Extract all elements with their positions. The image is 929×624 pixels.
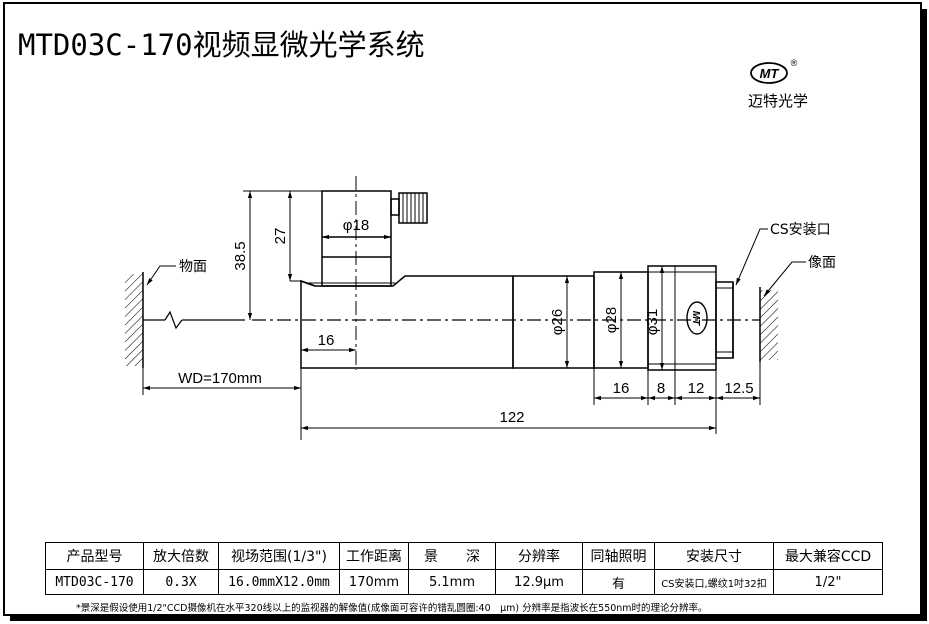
dim-d31: φ31 bbox=[644, 309, 661, 335]
spec-table: 产品型号 放大倍数 视场范围(1/3") 工作距离 景 深 分辨率 同轴照明 安… bbox=[45, 542, 883, 595]
optical-axis bbox=[143, 310, 760, 330]
dim-l12-5: 12.5 bbox=[724, 380, 753, 397]
cell-coaxial-light: 有 bbox=[582, 569, 655, 595]
image-plane bbox=[759, 287, 778, 362]
dim-l16-right: 16 bbox=[613, 380, 630, 397]
cell-field-of-view: 16.0mmX12.0mm bbox=[218, 569, 340, 595]
callout-labels: 物面 CS安装口 像面 bbox=[179, 222, 836, 275]
dim-wd: WD=170mm bbox=[178, 370, 262, 387]
header-resolution: 分辨率 bbox=[495, 542, 583, 570]
dimension-labels: φ18 27 38.5 16 WD=170mm 122 φ26 φ28 φ31 … bbox=[178, 217, 753, 426]
lens-mark-text: MT bbox=[690, 311, 701, 326]
cell-resolution: 12.9μm bbox=[495, 569, 583, 595]
dimension-lines bbox=[142, 176, 806, 440]
footnote: *景深是假设使用1/2"CCD摄像机在水平320线以上的监视器的解像值(成像面可… bbox=[76, 603, 708, 614]
logo-company-name: 迈特光学 bbox=[747, 92, 808, 110]
front-barrel bbox=[300, 275, 514, 369]
logo-mark: MT bbox=[760, 66, 780, 81]
dim-l16-left: 16 bbox=[318, 332, 335, 349]
header-model: 产品型号 bbox=[45, 542, 144, 570]
logo-registered: ® bbox=[791, 58, 798, 68]
dim-d28: φ28 bbox=[603, 307, 620, 333]
spec-data-row: MTD03C-170 0.3X 16.0mmX12.0mm 170mm 5.1m… bbox=[45, 569, 883, 595]
header-mount: 安装尺寸 bbox=[654, 542, 774, 570]
header-coaxial-light: 同轴照明 bbox=[582, 542, 655, 570]
label-cs-mount: CS安装口 bbox=[770, 222, 831, 238]
header-depth-of-field: 景 深 bbox=[408, 542, 496, 570]
header-field-of-view: 视场范围(1/3") bbox=[218, 542, 340, 570]
dim-d26: φ26 bbox=[549, 309, 566, 335]
dim-d18: φ18 bbox=[343, 217, 369, 234]
header-magnification: 放大倍数 bbox=[143, 542, 219, 570]
cell-max-ccd: 1/2" bbox=[773, 569, 883, 595]
mt-logo: MT ® bbox=[750, 58, 798, 84]
dim-l12: 12 bbox=[688, 380, 705, 397]
dim-h27: 27 bbox=[272, 228, 289, 245]
dim-l122: 122 bbox=[499, 409, 524, 426]
cell-model: MTD03C-170 bbox=[45, 569, 144, 595]
label-object-plane: 物面 bbox=[179, 259, 207, 275]
label-image-plane: 像面 bbox=[808, 255, 836, 271]
page-title: MTD03C-170视频显微光学系统 bbox=[18, 28, 425, 62]
spec-header-row: 产品型号 放大倍数 视场范围(1/3") 工作距离 景 深 分辨率 同轴照明 安… bbox=[45, 542, 883, 570]
logo-ellipse bbox=[750, 62, 788, 84]
cell-depth-of-field: 5.1mm bbox=[408, 569, 496, 595]
object-plane bbox=[125, 272, 144, 368]
dim-l8: 8 bbox=[657, 380, 665, 397]
cell-magnification: 0.3X bbox=[143, 569, 219, 595]
header-working-distance: 工作距离 bbox=[339, 542, 409, 570]
lens-mark: MT bbox=[686, 301, 708, 335]
header-max-ccd: 最大兼容CCD bbox=[773, 542, 883, 570]
dim-h38-5: 38.5 bbox=[232, 241, 249, 270]
cell-working-distance: 170mm bbox=[339, 569, 409, 595]
cell-mount: CS安装口,螺纹1吋32扣 bbox=[654, 569, 774, 595]
